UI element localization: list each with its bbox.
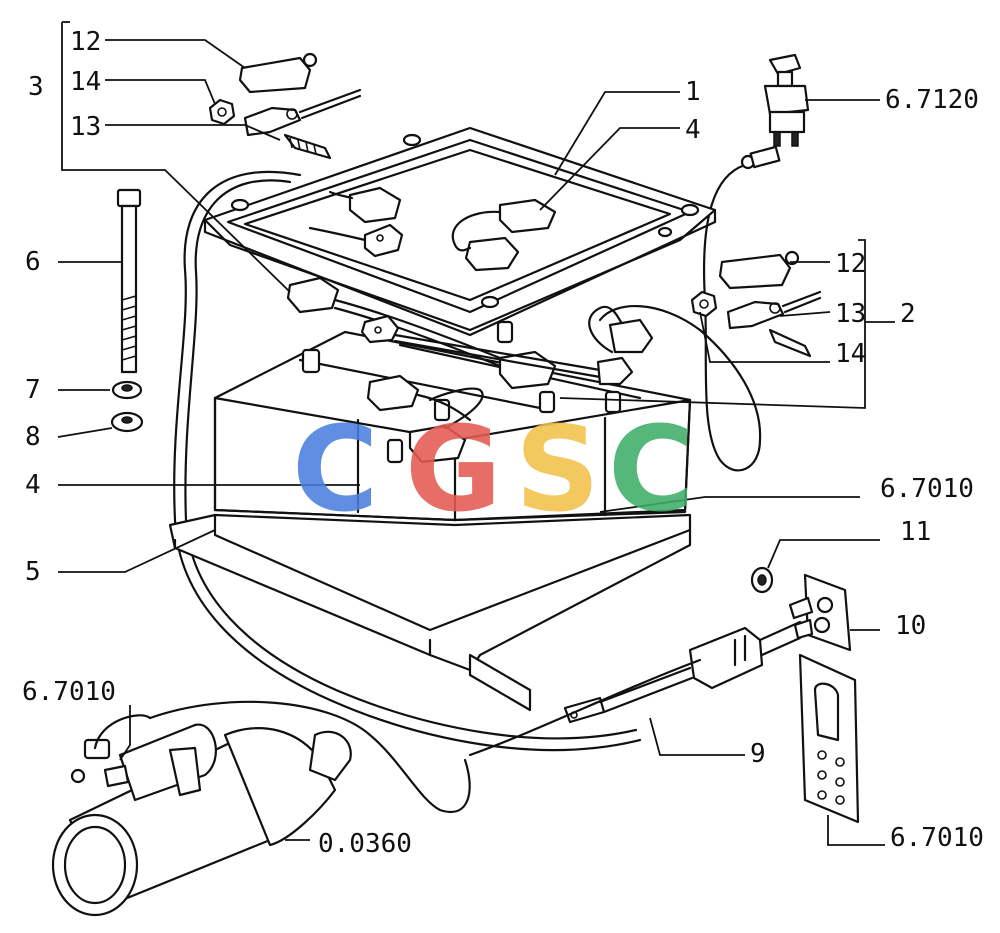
mounting-plate-6-7010 bbox=[798, 653, 860, 824]
nut-14-right bbox=[690, 290, 718, 318]
cover-terminal-cap-b bbox=[451, 198, 557, 272]
battery bbox=[213, 320, 692, 522]
cover-terminal-cap-a bbox=[328, 186, 402, 224]
cable-9 bbox=[468, 620, 802, 757]
callout-13-right: 13 bbox=[835, 299, 866, 329]
callout-3: 3 bbox=[28, 72, 44, 102]
callout-6: 6 bbox=[25, 247, 41, 277]
starter-motor-0-0360 bbox=[51, 700, 471, 917]
callout-12-right: 12 bbox=[835, 249, 866, 279]
clamp-13-top bbox=[243, 88, 362, 160]
terminal-cover-12-top bbox=[238, 52, 318, 94]
callout-6-7120: 6.7120 bbox=[885, 85, 979, 115]
callout-12-top: 12 bbox=[70, 27, 101, 57]
callout-5: 5 bbox=[25, 557, 41, 587]
watermark-letter-4: C bbox=[608, 400, 695, 538]
callout-6-7010-right: 6.7010 bbox=[880, 474, 974, 504]
callout-14-right: 14 bbox=[835, 339, 866, 369]
callout-8: 8 bbox=[25, 422, 41, 452]
callout-6-7010-left: 6.7010 bbox=[22, 677, 116, 707]
battery-tray bbox=[168, 513, 692, 712]
callout-14-top: 14 bbox=[70, 67, 101, 97]
washer-7 bbox=[111, 380, 143, 400]
callout-9: 9 bbox=[750, 739, 766, 769]
switch-6-7120 bbox=[763, 53, 810, 147]
callout-6-7010-bottom: 6.7010 bbox=[890, 823, 984, 853]
callout-7: 7 bbox=[25, 375, 41, 405]
terminal-cover-12-right bbox=[718, 250, 800, 290]
battery-terminal-cables bbox=[286, 276, 654, 464]
nut-14-top bbox=[208, 98, 236, 126]
clamp-13-right bbox=[726, 290, 822, 358]
leader-lines bbox=[57, 21, 895, 846]
callout-13-top: 13 bbox=[70, 112, 101, 142]
callout-1: 1 bbox=[685, 77, 701, 107]
watermark: C G S C bbox=[292, 400, 695, 538]
callout-2: 2 bbox=[900, 299, 916, 329]
watermark-letter-1: C bbox=[292, 400, 379, 538]
cover-clamp bbox=[308, 223, 404, 258]
washer-8 bbox=[110, 411, 144, 433]
watermark-letter-3: S bbox=[515, 400, 600, 538]
callout-labels: 12 14 13 3 6 7 8 4 5 6.7010 1 4 6.7120 1… bbox=[22, 27, 984, 859]
callout-10: 10 bbox=[895, 611, 926, 641]
callout-0-0360: 0.0360 bbox=[318, 829, 412, 859]
callout-4-right: 4 bbox=[685, 115, 701, 145]
positive-cable bbox=[598, 163, 762, 472]
watermark-letter-2: G bbox=[405, 400, 502, 538]
socket-10 bbox=[788, 573, 852, 652]
callout-4-left: 4 bbox=[25, 470, 41, 500]
callout-11: 11 bbox=[900, 517, 931, 547]
washer-11 bbox=[750, 566, 774, 594]
bolt-6 bbox=[116, 188, 142, 374]
battery-cover bbox=[203, 126, 717, 337]
